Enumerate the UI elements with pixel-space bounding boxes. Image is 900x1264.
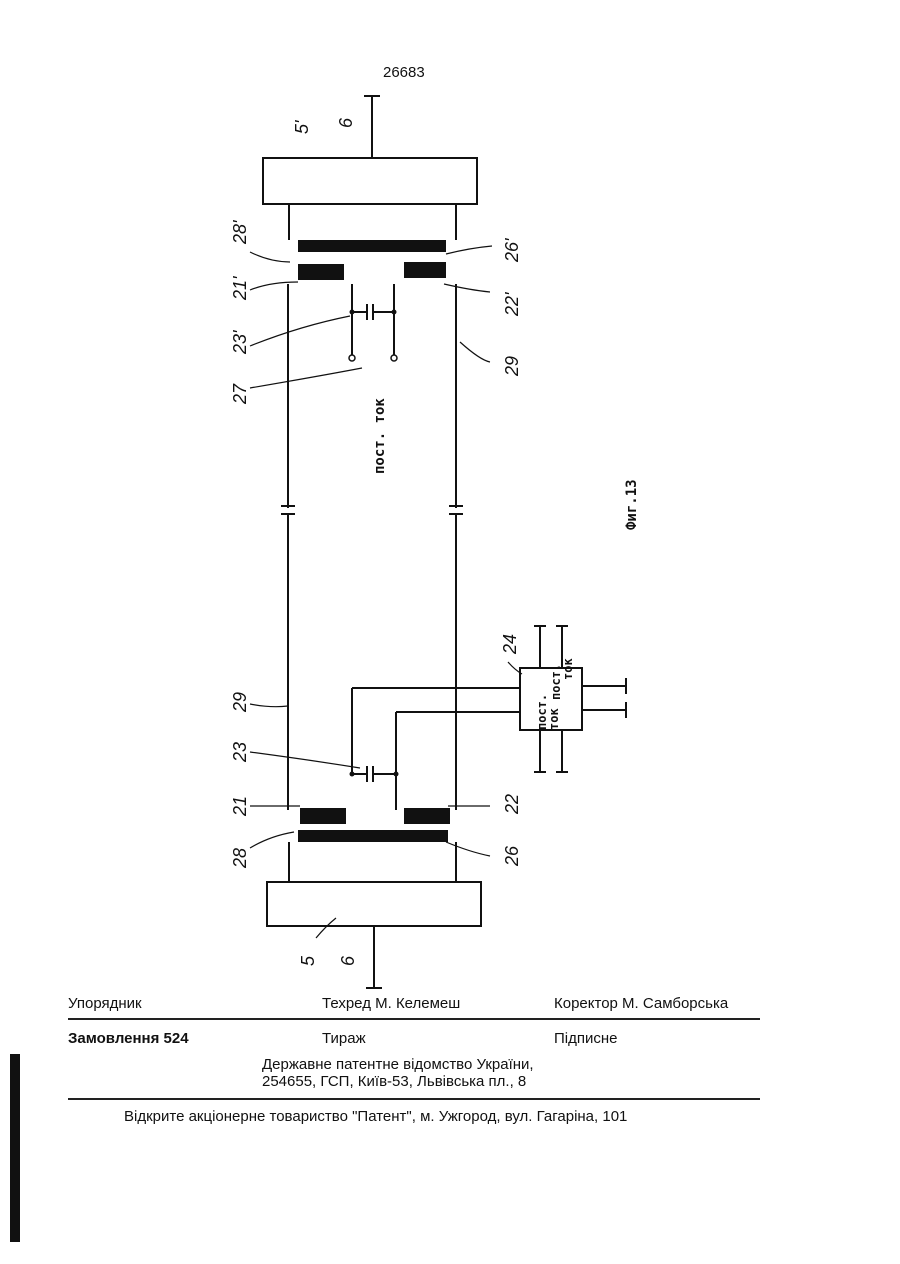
ref-24: 24	[500, 634, 520, 655]
coil-21p	[298, 264, 344, 280]
footer-divider-top	[68, 1018, 760, 1020]
dc-label-top: пост. ток	[372, 398, 388, 474]
scan-margin-bar	[10, 1054, 20, 1242]
figure-caption: Фиг.13	[624, 479, 640, 530]
ref-5: 5	[298, 955, 318, 966]
ref-29-bot: 29	[230, 692, 250, 713]
ref-23p: 23'	[230, 330, 250, 355]
tech-editor: Техред М. Келемеш	[322, 995, 460, 1012]
ref-27: 27	[230, 383, 250, 405]
corrector: Коректор М. Самборська	[554, 995, 728, 1012]
ref-26p: 26'	[502, 238, 522, 263]
publisher: Відкрите акціонерне товариство "Патент",…	[124, 1108, 627, 1125]
coil-21	[300, 808, 346, 824]
top-block-5p	[263, 158, 477, 204]
subscription: Підписне	[554, 1030, 618, 1047]
ref-29-top: 29	[502, 356, 522, 377]
circulation: Тираж	[322, 1030, 366, 1047]
ref-22: 22	[502, 794, 522, 815]
coil-22	[404, 808, 450, 824]
compiler-label: Упорядник	[68, 995, 142, 1012]
order-number: Замовлення 524	[68, 1030, 189, 1047]
ref-26: 26	[502, 845, 522, 867]
dc-label-box-4: ток	[561, 658, 575, 680]
ref-23: 23	[230, 742, 250, 763]
plate-26p	[298, 240, 446, 252]
coil-22p	[404, 262, 446, 278]
footer-divider-bottom	[68, 1098, 760, 1100]
ref-28: 28	[230, 848, 250, 869]
ref-22p: 22'	[502, 292, 522, 317]
ref-6-bot: 6	[338, 955, 358, 966]
office-line-2: 254655, ГСП, Київ-53, Львівська пл., 8	[262, 1073, 526, 1090]
office-line-1: Державне патентне відомство України,	[262, 1056, 534, 1073]
ref-5p: 5'	[292, 120, 312, 134]
ref-28p: 28'	[230, 220, 250, 245]
ref-21p: 21'	[230, 276, 250, 301]
ref-21: 21	[230, 796, 250, 817]
dc-label-box-2: ток	[547, 708, 561, 730]
plate-26	[298, 830, 448, 842]
ref-6-top: 6	[336, 117, 356, 128]
bottom-block-5	[267, 882, 481, 926]
